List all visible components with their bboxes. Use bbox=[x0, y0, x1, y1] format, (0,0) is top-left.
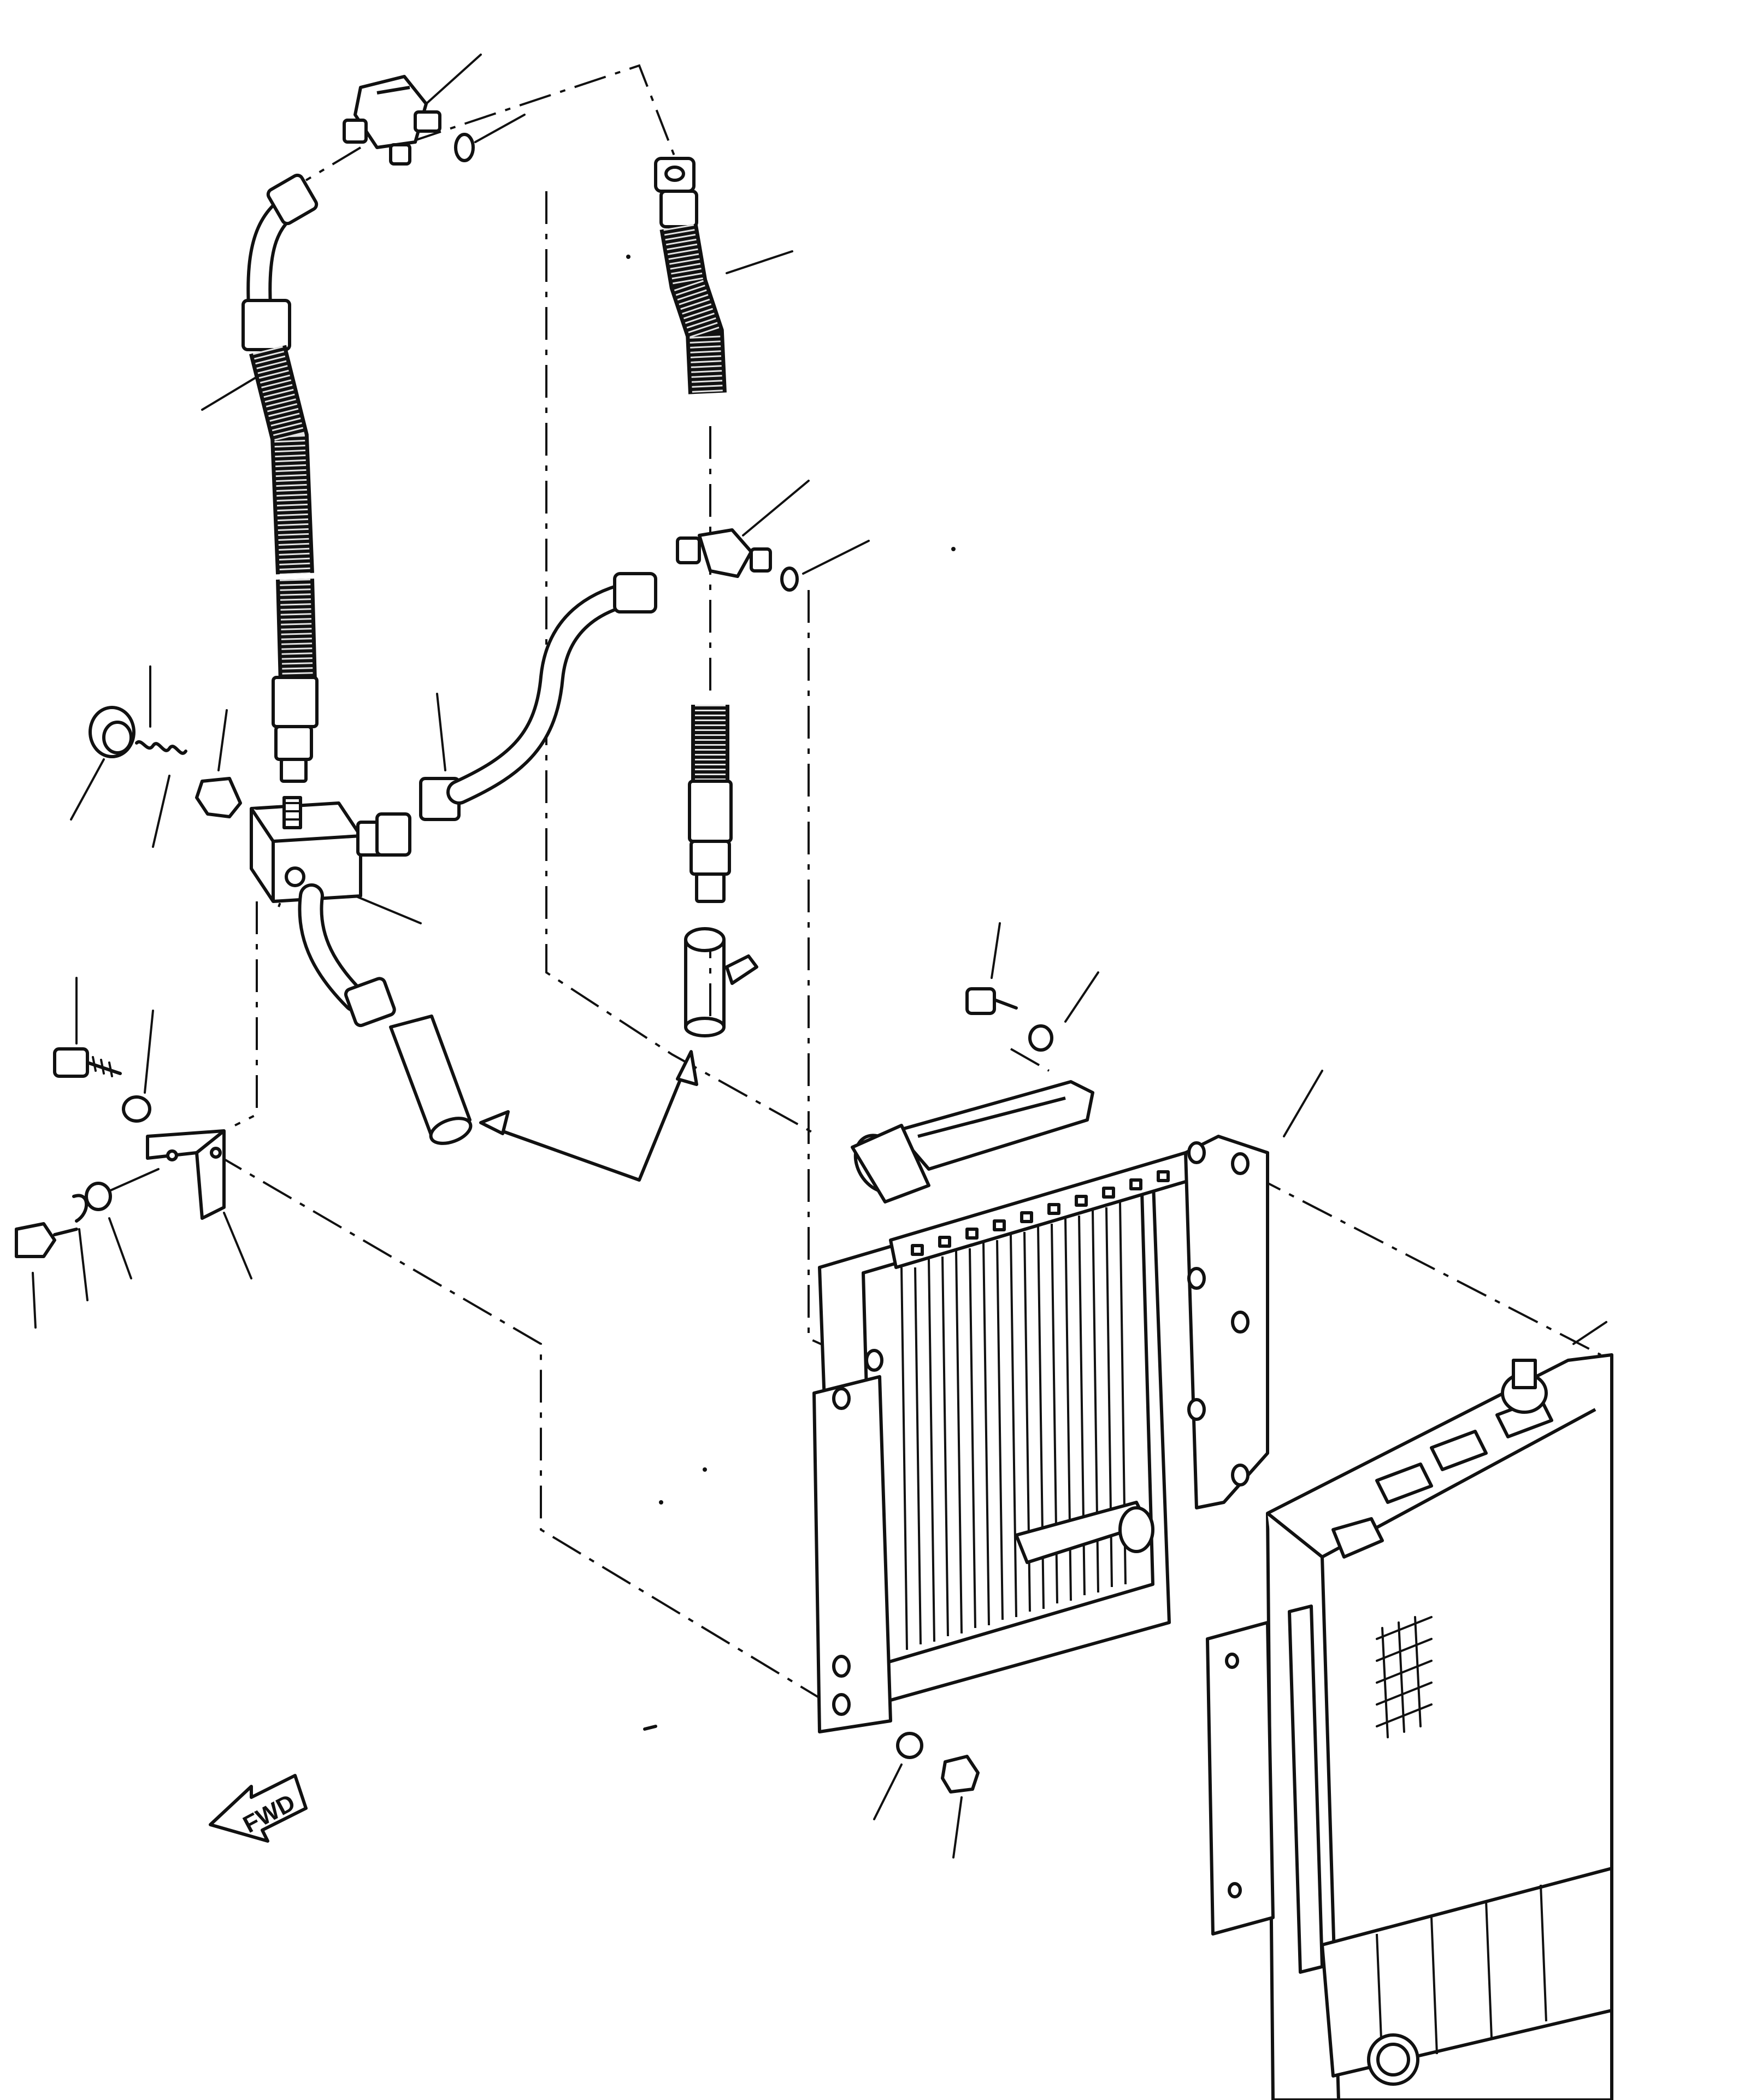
flow-arrows bbox=[479, 1050, 698, 1182]
block-outlet-fitting bbox=[356, 812, 411, 857]
cooler-elbow-fitting bbox=[676, 480, 870, 592]
mounting-bracket-assembly bbox=[15, 977, 252, 1329]
cooler-fasteners bbox=[873, 922, 1099, 1859]
lower-return-hose bbox=[298, 883, 473, 1145]
upper-elbow-fitting bbox=[343, 54, 526, 166]
forward-arrow-icon bbox=[209, 1774, 308, 1843]
lower-right-hose bbox=[684, 705, 758, 1037]
relief-valve-parts bbox=[70, 665, 242, 848]
cooler-inlet-tube bbox=[419, 572, 657, 821]
oil-cooler-core bbox=[812, 1070, 1323, 1733]
upper-right-hose bbox=[654, 157, 793, 394]
distribution-block bbox=[250, 796, 422, 924]
radiator-core-mesh bbox=[1376, 1616, 1433, 1738]
left-hose-assembly bbox=[201, 173, 319, 783]
cooler-header-slots bbox=[911, 1170, 1170, 1256]
radiator bbox=[1206, 1321, 1613, 2100]
forward-direction-marker: FWD bbox=[209, 1774, 308, 1843]
